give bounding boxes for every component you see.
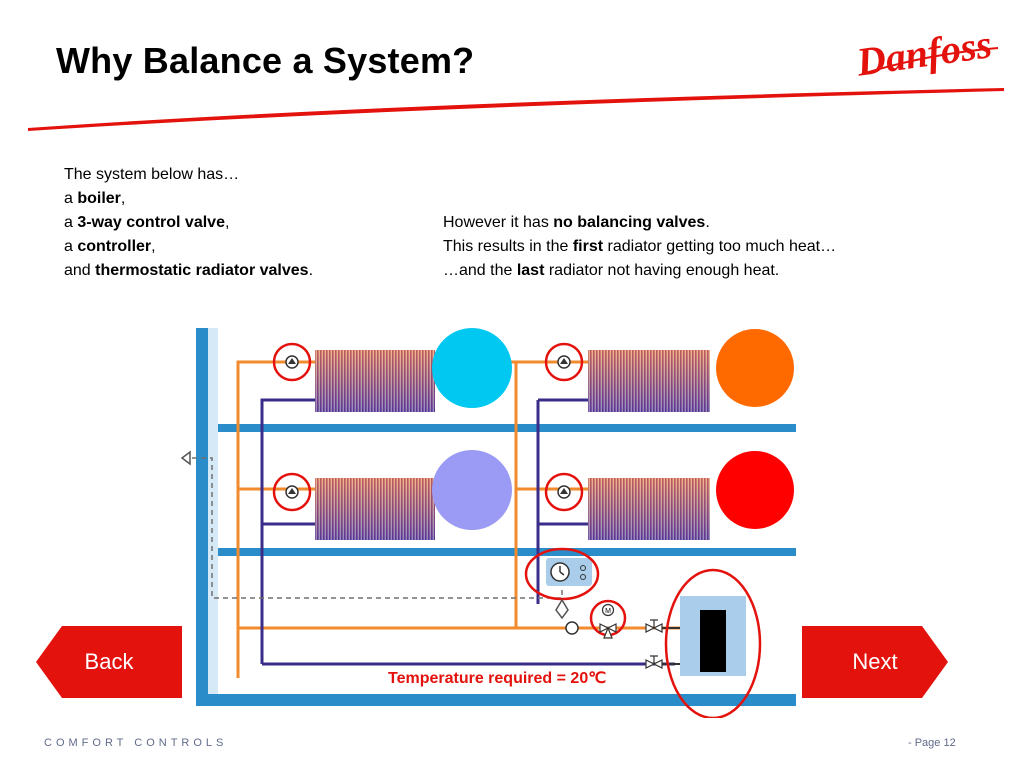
sensor-drop-icon xyxy=(555,598,569,620)
danfoss-logo: Danfoss xyxy=(853,21,999,85)
motor-icon xyxy=(601,603,615,617)
component-trvs: and thermostatic radiator valves. xyxy=(64,262,314,279)
component-controller: a controller, xyxy=(64,238,156,255)
svg-text:Danfoss: Danfoss xyxy=(853,21,995,85)
trv-top-right xyxy=(544,342,584,382)
radiator-bottom-left xyxy=(315,478,435,540)
next-button[interactable]: Next xyxy=(802,626,948,698)
radiator-top-right xyxy=(588,350,710,412)
slide-title: Why Balance a System? xyxy=(56,40,475,81)
component-3-way-valve: a 3-way control valve, xyxy=(64,214,230,231)
boiler xyxy=(664,568,762,718)
no-balancing-line: However it has no balancing valves. xyxy=(443,214,710,231)
back-button-label: Back xyxy=(84,649,134,674)
trv-bottom-right xyxy=(544,472,584,512)
page-number: - Page 12 xyxy=(908,737,956,749)
outdoor-sensor-icon xyxy=(180,450,191,466)
building-frame xyxy=(196,328,796,706)
radiator-bottom-right xyxy=(588,478,710,540)
explanation-text: However it has no balancing valves. This… xyxy=(443,211,836,283)
temp-indicator-top-right xyxy=(716,329,794,407)
radiator-top-left xyxy=(315,350,435,412)
component-boiler: a boiler, xyxy=(64,190,126,207)
temp-indicator-top-left xyxy=(432,328,512,408)
svg-text:M: M xyxy=(605,608,611,615)
return-pipes xyxy=(260,398,675,666)
heating-system-diagram: M xyxy=(180,328,796,718)
trv-top-left xyxy=(272,342,312,382)
temp-indicator-bottom-right xyxy=(716,451,794,529)
back-arrow-shape xyxy=(36,626,182,698)
header-swoosh xyxy=(28,88,1004,131)
temperature-required-label: Temperature required = 20℃ xyxy=(388,670,607,687)
trv-bottom-left xyxy=(272,472,312,512)
back-button[interactable]: Back xyxy=(36,626,182,698)
temp-indicator-bottom-left xyxy=(432,450,512,530)
three-way-valve: M xyxy=(589,599,627,639)
check-valve-icon xyxy=(565,621,579,635)
intro-text: The system below has… a boiler, a 3-way … xyxy=(64,163,313,283)
first-radiator-line: This results in the first radiator getti… xyxy=(443,238,837,255)
footer-company: COMFORT CONTROLS xyxy=(44,737,228,749)
intro-line: The system below has… xyxy=(64,166,240,183)
sensor-line xyxy=(192,457,563,599)
next-arrow-shape xyxy=(802,626,948,698)
next-button-label: Next xyxy=(852,649,898,674)
isolation-valves xyxy=(645,619,663,669)
last-radiator-line: …and the last radiator not having enough… xyxy=(443,262,780,279)
